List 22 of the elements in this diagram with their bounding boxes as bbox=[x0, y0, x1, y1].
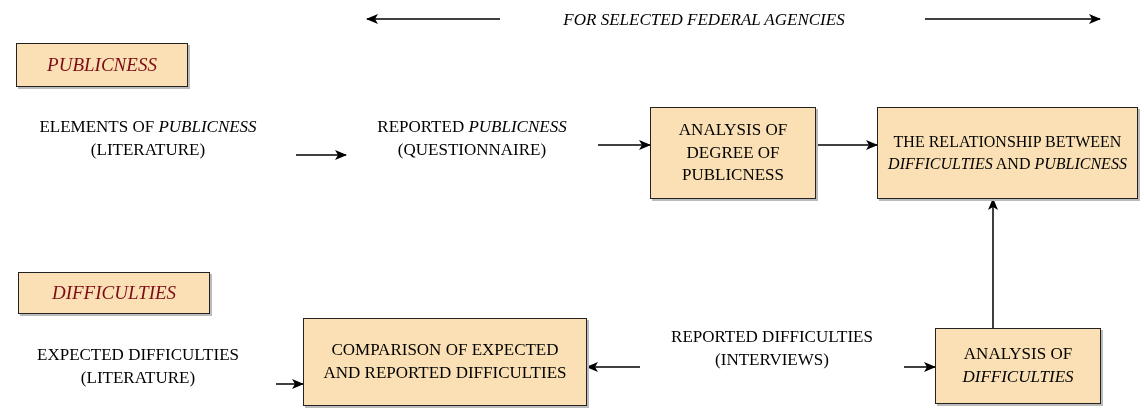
node-text: (LITERATURE) bbox=[90, 139, 206, 161]
process-box: ANALYSIS OF DIFFICULTIES bbox=[935, 328, 1101, 404]
arrow bbox=[275, 379, 304, 389]
arrow bbox=[815, 140, 878, 150]
process-box: THE RELATIONSHIP BETWEEN DIFFICULTIES AND PUBLICNESS bbox=[877, 107, 1138, 199]
arrow bbox=[295, 150, 347, 160]
arrow bbox=[597, 140, 651, 150]
node-text: (INTERVIEWS) bbox=[715, 349, 829, 371]
category-box: PUBLICNESS bbox=[16, 43, 188, 87]
node-text: (QUESTIONNAIRE) bbox=[397, 139, 547, 161]
arrow bbox=[586, 362, 641, 372]
process-box: COMPARISON OF EXPECTED AND REPORTED DIFFICULTIES bbox=[303, 318, 587, 406]
category-box: DIFFICULTIES bbox=[18, 272, 210, 314]
arrow bbox=[988, 198, 998, 329]
node-text: EXPECTED DIFFICULTIES bbox=[37, 344, 239, 367]
arrow bbox=[903, 362, 936, 372]
node-text: REPORTED DIFFICULTIES bbox=[671, 326, 873, 349]
heading-label: FOR SELECTED FEDERAL AGENCIES bbox=[563, 10, 845, 30]
node-text: (LITERATURE) bbox=[80, 367, 196, 389]
process-box: ANALYSIS OF DEGREE OF PUBLICNESS bbox=[650, 107, 816, 199]
node-text: REPORTED PUBLICNESS bbox=[377, 116, 567, 139]
node-text: ELEMENTS OF PUBLICNESS bbox=[39, 116, 257, 139]
